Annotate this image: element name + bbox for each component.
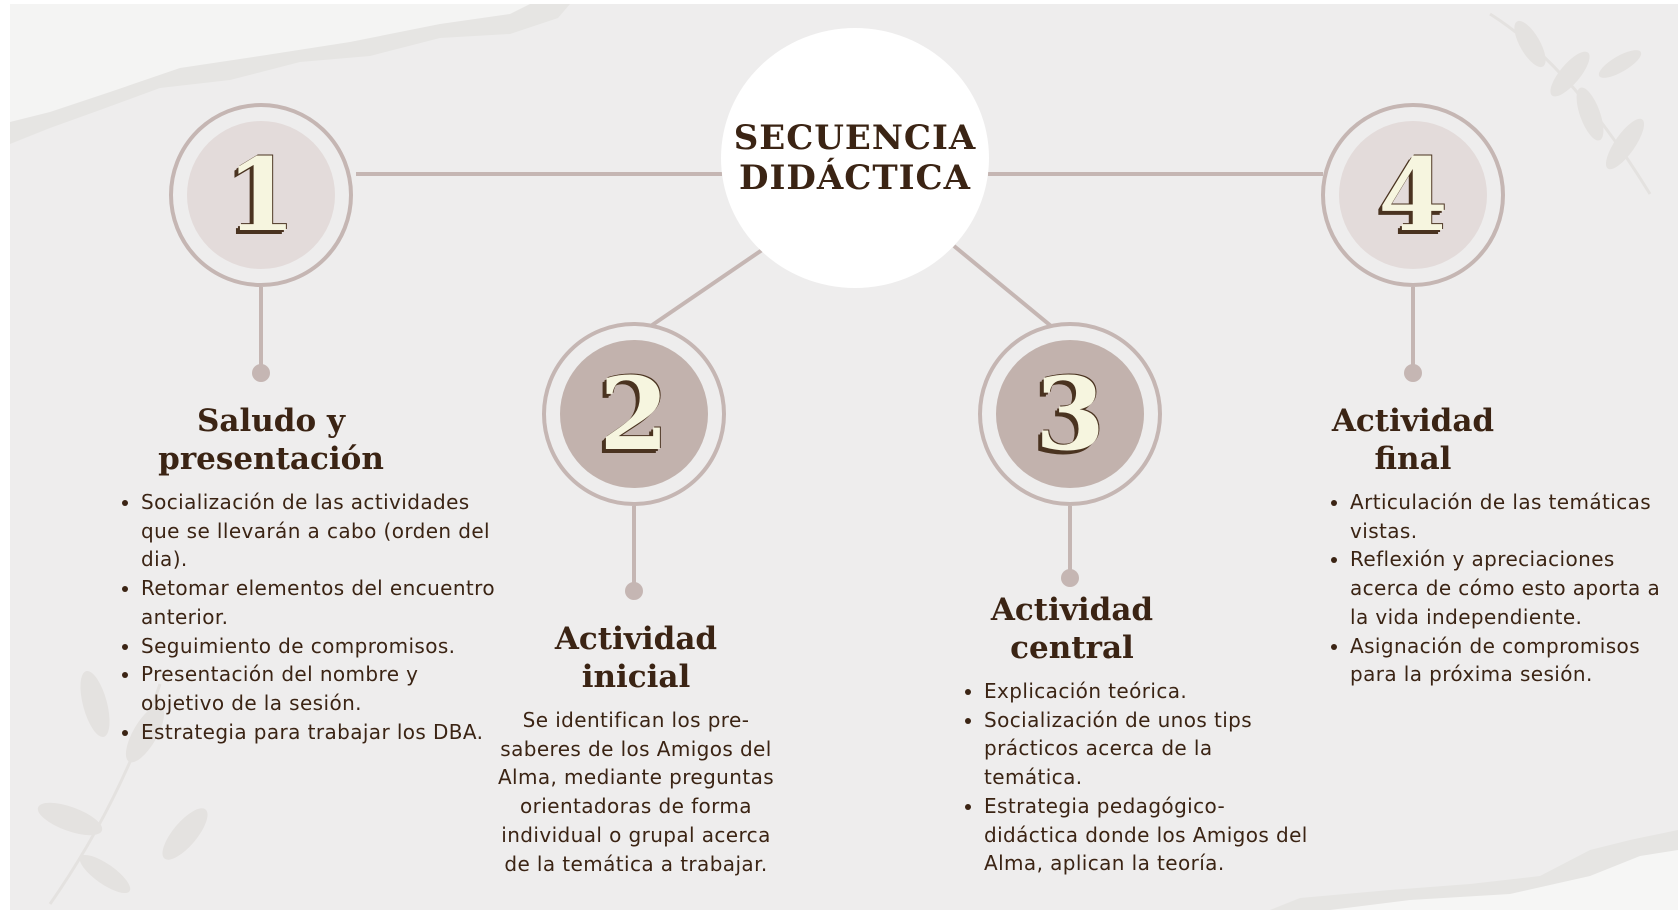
step-4-dot: [1404, 364, 1422, 382]
step-2-disc: 2: [560, 340, 708, 488]
list-item: Explicación teórica.: [984, 677, 1314, 706]
step-3-disc: 3: [996, 340, 1144, 488]
step-1-list: Socialización de las actividades que se …: [117, 488, 496, 746]
step-4-disc: 4: [1339, 121, 1487, 269]
torn-paper-bottom-right-inner: [1330, 850, 1678, 910]
step-3-number: 3: [1035, 355, 1105, 473]
step-3-dot: [1061, 569, 1079, 587]
step-3-list: Explicación teórica. Socialización de un…: [960, 677, 1314, 878]
list-item: Presentación del nombre y objetivo de la…: [141, 660, 496, 717]
step-2-dot: [625, 582, 643, 600]
connector-hub-to-step-2: [640, 248, 764, 334]
diagram-canvas: SECUENCIA DIDÁCTICA 1 Saludo y presentac…: [10, 4, 1678, 910]
list-item: Retomar elementos del encuentro anterior…: [141, 574, 496, 631]
step-1-heading: Saludo y presentación: [158, 403, 384, 477]
step-4-badge: 4: [1321, 103, 1505, 287]
step-2-description: Se identifican los pre- saberes de los A…: [497, 708, 775, 876]
leaf-sprig-bottom-left-icon: [37, 671, 208, 905]
decoration-layer: [10, 4, 1678, 910]
step-2-stem: [632, 506, 636, 588]
list-item: Estrategia pedagógico-didáctica donde lo…: [984, 792, 1314, 878]
step-4-list: Articulación de las temáticas vistas. Re…: [1326, 488, 1678, 689]
step-1-dot: [252, 364, 270, 382]
list-item: Reflexión y apreciaciones acerca de cómo…: [1350, 545, 1678, 631]
list-item: Asignación de compromisos para la próxim…: [1350, 632, 1678, 689]
step-1-number: 1: [226, 136, 296, 254]
list-item: Socialización de las actividades que se …: [141, 488, 496, 574]
list-item: Seguimiento de compromisos.: [141, 632, 496, 661]
step-2-badge: 2: [542, 322, 726, 506]
step-2-heading: Actividad inicial: [554, 621, 718, 695]
list-item: Estrategia para trabajar los DBA.: [141, 718, 496, 747]
hub-title: SECUENCIA DIDÁCTICA: [733, 118, 977, 198]
step-4-heading: Actividad final: [1331, 403, 1495, 477]
list-item: Socialización de unos tips prácticos ace…: [984, 706, 1314, 792]
step-1-stem: [259, 287, 263, 367]
step-2-number: 2: [599, 355, 669, 473]
leaf-sprig-top-right-icon: [1489, 12, 1652, 195]
step-1-disc: 1: [187, 121, 335, 269]
step-3-stem: [1068, 506, 1072, 576]
hub-circle: SECUENCIA DIDÁCTICA: [721, 28, 989, 288]
torn-paper-top-left-inner: [10, 4, 530, 122]
step-3-heading: Actividad central: [990, 592, 1154, 666]
step-1-badge: 1: [169, 103, 353, 287]
step-4-stem: [1411, 287, 1415, 367]
step-3-badge: 3: [978, 322, 1162, 506]
list-item: Articulación de las temáticas vistas.: [1350, 488, 1678, 545]
step-4-number: 4: [1378, 136, 1448, 254]
